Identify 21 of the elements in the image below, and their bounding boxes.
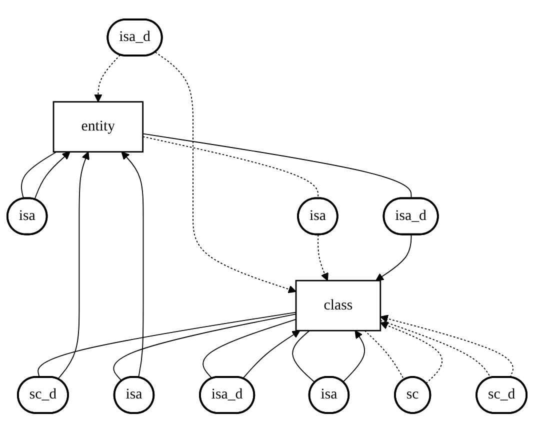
arrow xyxy=(380,322,443,384)
connector xyxy=(364,330,405,381)
arrow xyxy=(376,234,412,282)
node-box: entity xyxy=(52,101,144,153)
arrow xyxy=(242,330,300,380)
connector xyxy=(38,312,296,378)
connector xyxy=(202,319,296,380)
arrow xyxy=(57,152,90,380)
node-box: class xyxy=(295,280,382,332)
arrow xyxy=(318,234,328,282)
connector xyxy=(113,314,296,382)
arrow xyxy=(154,52,296,294)
connector xyxy=(292,330,316,384)
connector xyxy=(142,136,319,200)
arrow xyxy=(342,330,365,383)
connector xyxy=(142,134,412,200)
arrow xyxy=(380,315,514,378)
connector xyxy=(21,152,57,200)
arrow xyxy=(121,152,144,378)
arrow xyxy=(94,54,121,102)
arrow xyxy=(34,152,70,200)
